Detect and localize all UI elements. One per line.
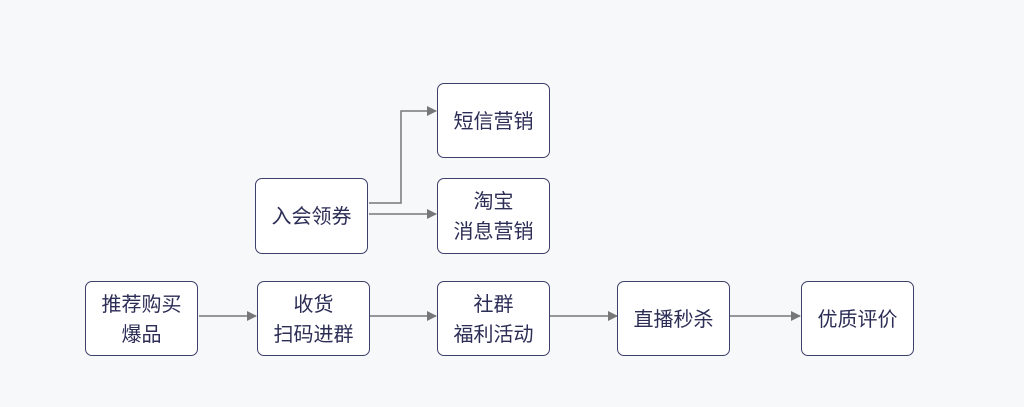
arrow-coupon-to-sms (369, 106, 437, 204)
node-quality-review: 优质评价 (801, 281, 914, 356)
node-receive-scan: 收货 扫码进群 (257, 281, 370, 356)
node-taobao-marketing: 淘宝 消息营销 (437, 178, 550, 254)
node-member-coupon: 入会领券 (255, 178, 368, 254)
node-live-flash-sale: 直播秒杀 (617, 281, 730, 356)
node-community-welfare: 社群 福利活动 (437, 281, 550, 356)
node-sms-marketing: 短信营销 (437, 83, 550, 158)
node-recommend-hot: 推荐购买 爆品 (85, 281, 198, 356)
